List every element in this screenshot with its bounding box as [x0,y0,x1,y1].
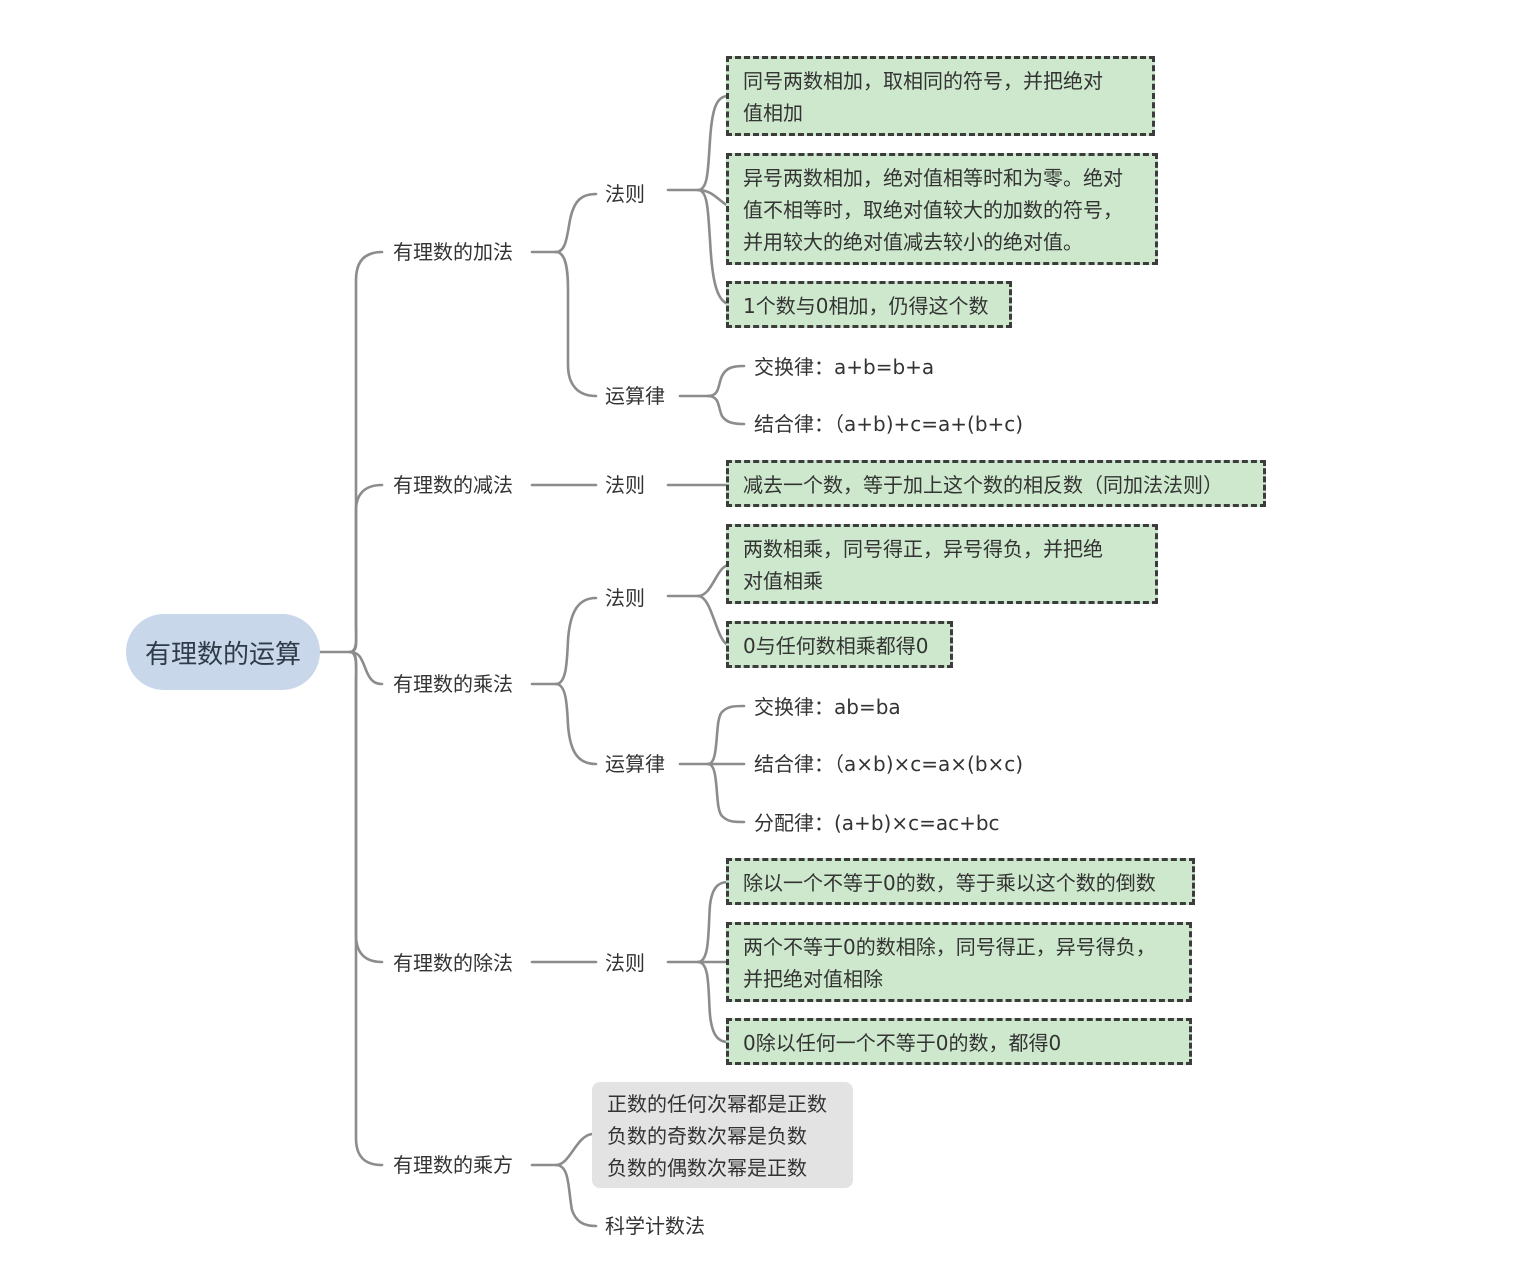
addition-rule-same-sign[interactable]: 同号两数相加，取相同的符号，并把绝对 值相加 [726,56,1155,136]
rule-line: 并用较大的绝对值减去较小的绝对值。 [743,230,1083,254]
multiplication-rule-signs[interactable]: 两数相乘，同号得正，异号得负，并把绝 对值相乘 [726,524,1158,604]
topic-addition[interactable]: 有理数的加法 [393,240,513,264]
power-sign-facts[interactable]: 正数的任何次幂都是正数 负数的奇数次幂是负数 负数的偶数次幂是正数 [592,1082,853,1188]
rule-line: 0除以任何一个不等于0的数，都得0 [743,1031,1062,1055]
root-topic[interactable]: 有理数的运算 [126,614,320,690]
multiplication-rule-zero[interactable]: 0与任何数相乘都得0 [726,621,953,668]
fact-line: 负数的偶数次幂是正数 [607,1156,807,1180]
addition-laws-label[interactable]: 运算律 [605,384,665,408]
rule-line: 并把绝对值相除 [743,967,883,991]
topic-multiplication[interactable]: 有理数的乘法 [393,672,513,696]
addition-rule-opposite-sign[interactable]: 异号两数相加，绝对值相等时和为零。绝对 值不相等时，取绝对值较大的加数的符号， … [726,153,1158,265]
rule-line: 两数相乘，同号得正，异号得负，并把绝 [743,537,1103,561]
rule-line: 0与任何数相乘都得0 [743,634,929,658]
division-rule-signs[interactable]: 两个不等于0的数相除，同号得正，异号得负， 并把绝对值相除 [726,922,1192,1002]
multiplication-law-commutative[interactable]: 交换律：ab=ba [754,695,901,719]
multiplication-law-associative[interactable]: 结合律：（a×b)×c=a×(b×c) [754,752,1024,776]
addition-law-associative[interactable]: 结合律：（a+b)+c=a+(b+c) [754,412,1024,436]
topic-division[interactable]: 有理数的除法 [393,951,513,975]
rule-line: 同号两数相加，取相同的符号，并把绝对 [743,69,1103,93]
power-scientific-notation[interactable]: 科学计数法 [605,1214,705,1238]
multiplication-rules-label[interactable]: 法则 [605,586,645,610]
rule-line: 除以一个不等于0的数，等于乘以这个数的倒数 [743,871,1156,895]
rule-line: 1个数与0相加，仍得这个数 [743,294,989,318]
subtraction-rule[interactable]: 减去一个数，等于加上这个数的相反数（同加法法则） [726,460,1266,507]
rule-line: 值相加 [743,101,803,125]
fact-line: 负数的奇数次幂是负数 [607,1124,807,1148]
subtraction-rules-label[interactable]: 法则 [605,473,645,497]
division-rules-label[interactable]: 法则 [605,951,645,975]
addition-rules-label[interactable]: 法则 [605,182,645,206]
multiplication-law-distributive[interactable]: 分配律：(a+b)×c=ac+bc [754,811,1000,835]
addition-rule-zero[interactable]: 1个数与0相加，仍得这个数 [726,281,1012,328]
rule-line: 减去一个数，等于加上这个数的相反数（同加法法则） [743,473,1223,497]
addition-law-commutative[interactable]: 交换律：a+b=b+a [754,355,935,379]
division-rule-zero[interactable]: 0除以任何一个不等于0的数，都得0 [726,1018,1192,1065]
rule-line: 值不相等时，取绝对值较大的加数的符号， [743,198,1123,222]
rule-line: 对值相乘 [743,569,823,593]
rule-line: 两个不等于0的数相除，同号得正，异号得负， [743,935,1156,959]
division-rule-reciprocal[interactable]: 除以一个不等于0的数，等于乘以这个数的倒数 [726,858,1195,905]
rule-line: 异号两数相加，绝对值相等时和为零。绝对 [743,166,1123,190]
topic-subtraction[interactable]: 有理数的减法 [393,473,513,497]
topic-power[interactable]: 有理数的乘方 [393,1153,513,1177]
multiplication-laws-label[interactable]: 运算律 [605,752,665,776]
fact-line: 正数的任何次幂都是正数 [607,1092,827,1116]
